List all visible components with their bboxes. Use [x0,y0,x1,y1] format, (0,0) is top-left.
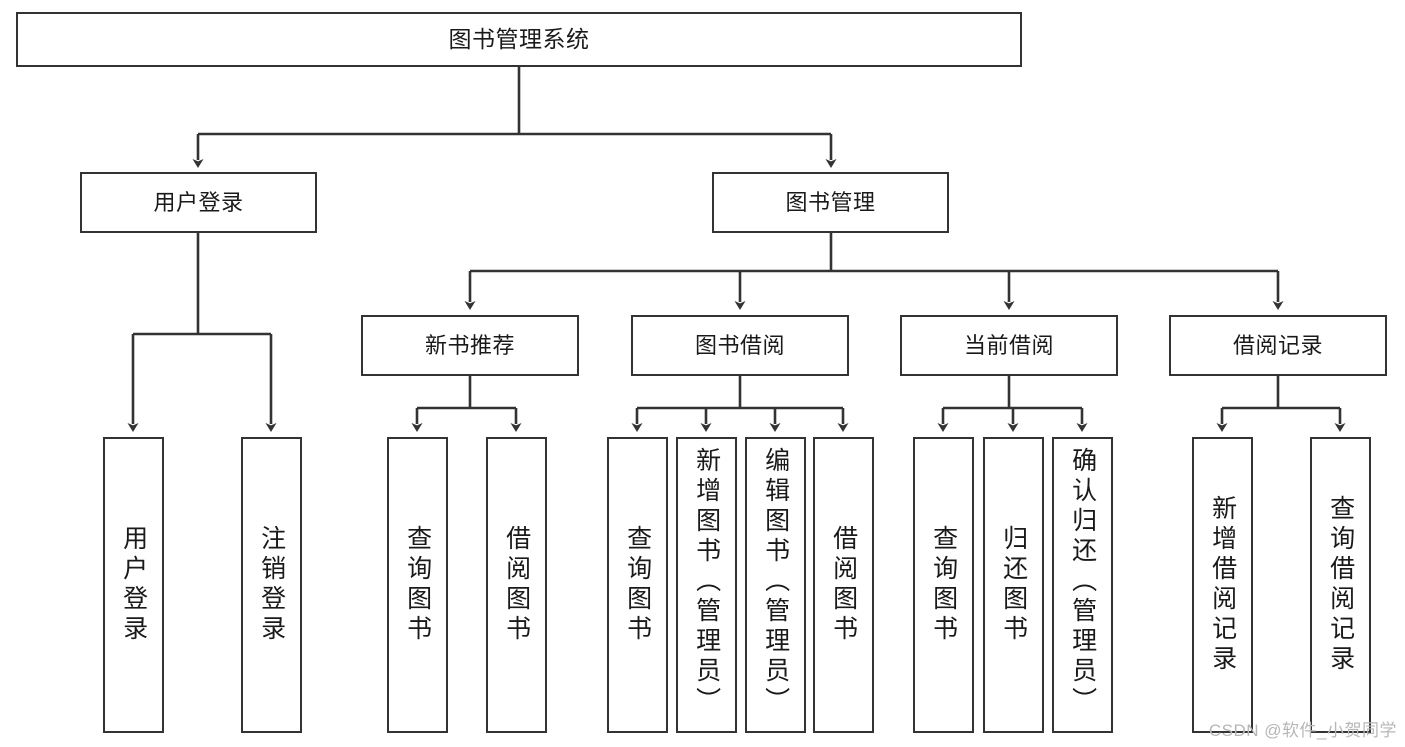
leaf-borrow-query-book[interactable]: 查询图书 [607,437,668,733]
node-label: 确认归还（管理员） [1068,447,1097,717]
leaf-borrow-borrow-book[interactable]: 借阅图书 [813,437,874,733]
node-label: 查询图书 [929,525,958,645]
node-root-system[interactable]: 图书管理系统 [16,12,1022,67]
leaf-record-query-record[interactable]: 查询借阅记录 [1310,437,1371,733]
node-current-borrow[interactable]: 当前借阅 [900,315,1118,376]
node-label: 查询图书 [623,525,652,645]
node-label: 新书推荐 [424,332,515,358]
node-label: 当前借阅 [963,332,1054,358]
node-label: 注销登录 [257,525,286,645]
leaf-user-login-login[interactable]: 用户登录 [103,437,164,733]
node-label: 图书管理 [785,189,876,215]
leaf-borrow-add-book-admin[interactable]: 新增图书（管理员） [676,437,737,733]
node-user-login[interactable]: 用户登录 [80,172,317,233]
leaf-borrow-edit-book-admin[interactable]: 编辑图书（管理员） [745,437,806,733]
leaf-record-add-record[interactable]: 新增借阅记录 [1192,437,1253,733]
node-label: 图书管理系统 [448,25,590,52]
node-label: 归还图书 [999,525,1028,645]
node-book-management[interactable]: 图书管理 [712,172,949,233]
node-label: 借阅图书 [502,525,531,645]
node-book-borrow[interactable]: 图书借阅 [631,315,849,376]
leaf-recommend-borrow-book[interactable]: 借阅图书 [486,437,547,733]
leaf-current-query-book[interactable]: 查询图书 [913,437,974,733]
node-new-book-recommend[interactable]: 新书推荐 [361,315,579,376]
node-label: 查询图书 [403,525,432,645]
node-label: 借阅记录 [1232,332,1323,358]
leaf-user-login-logout[interactable]: 注销登录 [241,437,302,733]
node-label: 新增图书（管理员） [692,447,721,717]
node-label: 查询借阅记录 [1326,495,1355,675]
node-label: 用户登录 [119,525,148,645]
node-label: 用户登录 [153,189,244,215]
node-borrow-record[interactable]: 借阅记录 [1169,315,1387,376]
leaf-recommend-query-book[interactable]: 查询图书 [387,437,448,733]
csdn-watermark: CSDN @软件_小贺同学 [1208,721,1397,740]
node-label: 编辑图书（管理员） [761,447,790,717]
node-label: 新增借阅记录 [1208,495,1237,675]
leaf-current-return-book[interactable]: 归还图书 [983,437,1044,733]
leaf-current-confirm-return-admin[interactable]: 确认归还（管理员） [1052,437,1113,733]
node-label: 借阅图书 [829,525,858,645]
node-label: 图书借阅 [694,332,785,358]
